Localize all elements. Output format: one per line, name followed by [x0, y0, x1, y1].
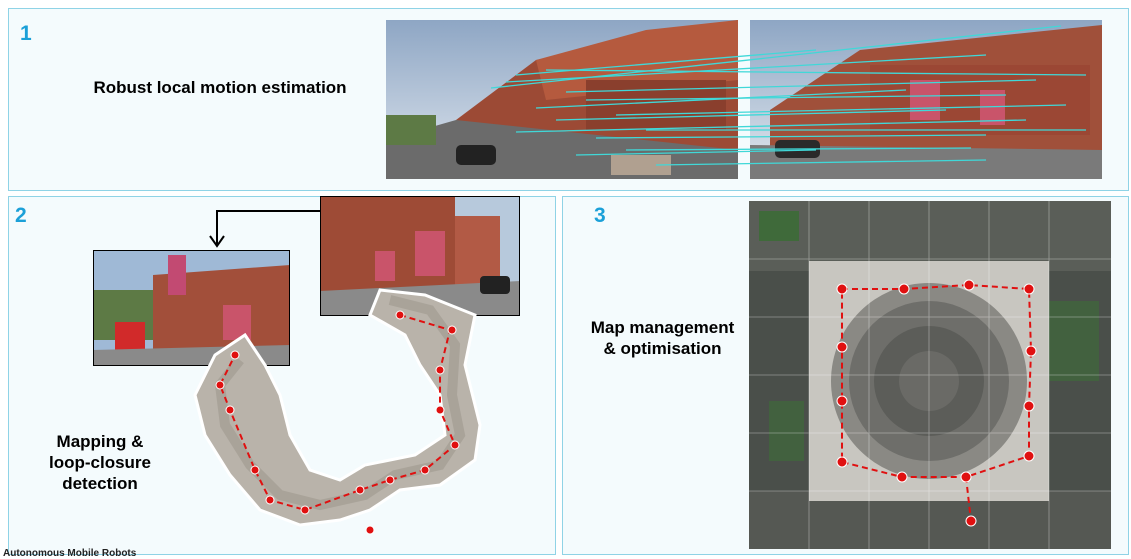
puzzle-piece-map: [193, 288, 482, 535]
panel-1-number: 1: [20, 22, 32, 45]
panel-3-label: Map management & optimisation: [590, 318, 735, 358]
street-image-left: [386, 20, 738, 179]
panel-2-number: 2: [15, 204, 27, 227]
aerial-optimised-map: [749, 201, 1111, 549]
panel-2-label: Mapping & loop-closure detection: [48, 432, 151, 493]
loop-closure-arrow: [209, 210, 320, 248]
panel-3-number: 3: [594, 204, 606, 227]
feature-match-lines: [490, 25, 1087, 166]
footer-text: Autonomous Mobile Robots: [3, 548, 137, 559]
panel-1-label: Robust local motion estimation: [93, 78, 347, 97]
